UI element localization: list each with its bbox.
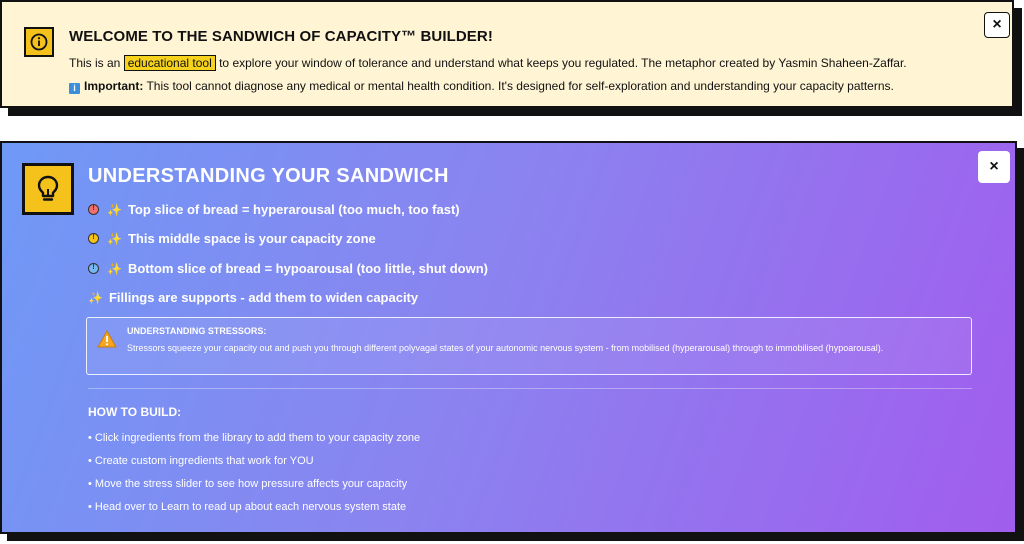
sparkle-icon: ✨: [107, 202, 122, 217]
how-to-build-title: HOW TO BUILD:: [88, 405, 182, 419]
banner-close-button[interactable]: ×: [984, 12, 1010, 38]
sparkle-icon: ✨: [107, 231, 122, 246]
stressors-callout: UNDERSTANDING STRESSORS: Stressors squee…: [86, 317, 972, 375]
list-item: ! ✨ Top slice of bread = hyperarousal (t…: [88, 202, 460, 217]
banner-description: This is an educational tool to explore y…: [69, 55, 907, 71]
divider: [88, 388, 972, 389]
list-item: • Click ingredients from the library to …: [88, 432, 421, 444]
list-item: • Head over to Learn to read up about ea…: [88, 501, 407, 513]
fillings-item: ✨ Fillings are supports - add them to wi…: [88, 290, 419, 305]
lightbulb-icon: [22, 163, 74, 215]
understanding-panel: UNDERSTANDING YOUR SANDWICH × ! ✨ Top sl…: [0, 141, 1017, 534]
blue-circle-icon: !: [88, 263, 99, 274]
welcome-banner: WELCOME TO THE SANDWICH OF CAPACITY™ BUI…: [0, 0, 1014, 108]
red-circle-icon: !: [88, 204, 99, 215]
list-item: ! ✨ Bottom slice of bread = hypoarousal …: [88, 261, 488, 276]
list-item: • Move the stress slider to see how pres…: [88, 478, 408, 490]
panel-title: UNDERSTANDING YOUR SANDWICH: [88, 165, 449, 187]
sparkle-icon: ✨: [107, 261, 122, 276]
banner-title: WELCOME TO THE SANDWICH OF CAPACITY™ BUI…: [69, 28, 493, 45]
yellow-circle-icon: !: [88, 233, 99, 244]
stressors-body: Stressors squeeze your capacity out and …: [127, 343, 884, 353]
stressors-title: UNDERSTANDING STRESSORS:: [127, 326, 267, 336]
info-icon: [24, 27, 54, 57]
educational-tool-highlight: educational tool: [123, 55, 216, 71]
panel-close-button[interactable]: ×: [978, 151, 1010, 183]
list-item: • Create custom ingredients that work fo…: [88, 455, 314, 467]
list-item: ! ✨ This middle space is your capacity z…: [88, 231, 376, 246]
info-square-icon: i: [69, 83, 80, 94]
warning-icon: [97, 330, 117, 348]
sparkle-icon: ✨: [88, 290, 103, 305]
